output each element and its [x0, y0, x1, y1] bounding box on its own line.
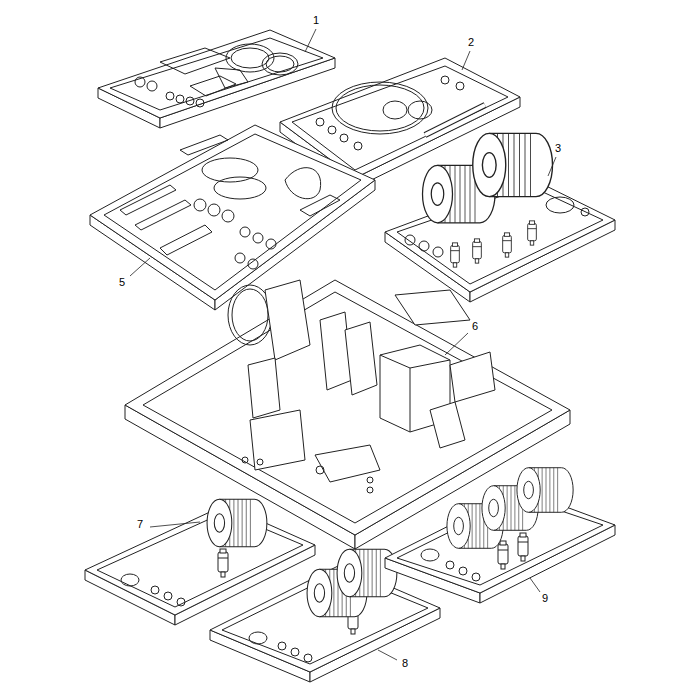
callout-number: 2: [467, 36, 475, 48]
callout-number: 3: [554, 142, 562, 154]
callout-number: 6: [471, 320, 479, 332]
callout-number: 1: [312, 14, 320, 26]
callout-number: 8: [401, 657, 409, 669]
callout-number: 7: [136, 518, 144, 530]
callout-number: 9: [541, 592, 549, 604]
callout-number: 5: [118, 276, 126, 288]
